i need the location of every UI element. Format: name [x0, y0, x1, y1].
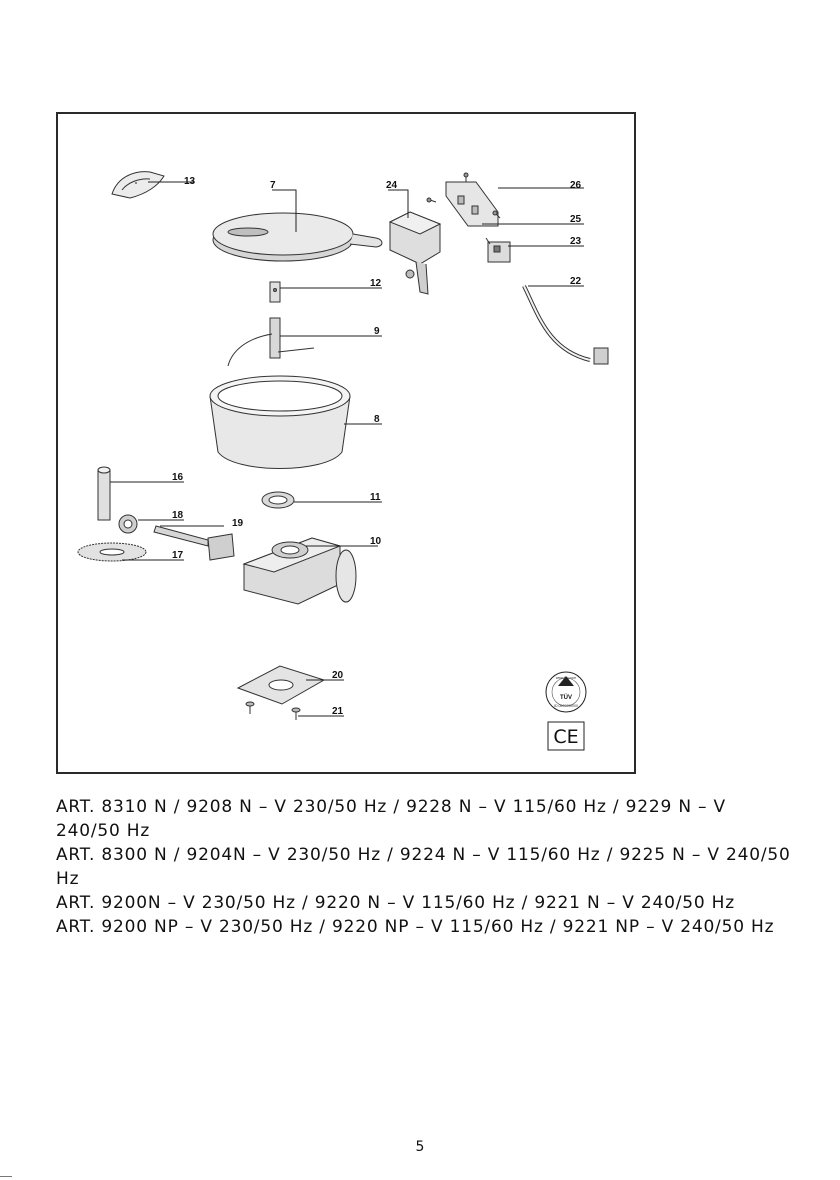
tuv-certification-badge: TÜV www.tuv.com ID 0000000000 [545, 671, 587, 713]
corner-mark [0, 1176, 12, 1177]
part-23-switch [485, 237, 511, 263]
part-label-18: 18 [172, 510, 184, 521]
part-label-17: 17 [172, 550, 184, 561]
part-label-26: 26 [570, 180, 582, 191]
part-25-plate [445, 181, 499, 227]
model-line: ART. 8300 N / 9204N – V 230/50 Hz / 9224… [56, 845, 791, 889]
ce-mark: CE [547, 721, 585, 751]
part-11-ring [261, 491, 295, 509]
tuv-ring-text: www.tuv.com [556, 676, 576, 680]
exploded-view-frame: 13 7 24 26 25 23 22 12 9 8 16 11 18 19 1… [56, 112, 636, 774]
part-label-8: 8 [374, 414, 380, 425]
ce-mark-text: CE [553, 726, 578, 748]
part-26-screws [426, 172, 501, 219]
part-19-worm-shaft [153, 525, 235, 561]
part-label-24: 24 [386, 180, 398, 191]
part-24-motor [388, 211, 442, 295]
part-17-bevel-gear [77, 542, 147, 562]
page-number: 5 [415, 1139, 425, 1155]
model-line: ART. 9200N – V 230/50 Hz / 9220 N – V 11… [56, 893, 735, 913]
part-22-cord [522, 285, 609, 365]
part-9-hook [227, 317, 315, 367]
part-8-bowl [209, 375, 351, 469]
part-label-21: 21 [332, 706, 344, 717]
tuv-id-text: ID 0000000000 [554, 704, 578, 708]
leader-24 [388, 189, 409, 218]
part-7-lid [212, 212, 383, 262]
part-label-19: 19 [232, 518, 244, 529]
part-20-base-plate [236, 665, 326, 705]
part-10-housing [242, 537, 357, 605]
part-18-gear [118, 514, 138, 534]
model-list: ART. 8310 N / 9208 N – V 230/50 Hz / 922… [56, 795, 796, 939]
part-label-13: 13 [184, 176, 196, 187]
part-label-16: 16 [172, 472, 184, 483]
part-label-25: 25 [570, 214, 582, 225]
part-label-20: 20 [332, 670, 344, 681]
model-line: ART. 9200 NP – V 230/50 Hz / 9220 NP – V… [56, 917, 775, 937]
part-label-7: 7 [270, 180, 276, 191]
part-16-shaft [97, 466, 111, 521]
part-label-23: 23 [570, 236, 582, 247]
model-line: ART. 8310 N / 9208 N – V 230/50 Hz / 922… [56, 797, 726, 841]
part-label-10: 10 [370, 536, 382, 547]
part-label-12: 12 [370, 278, 382, 289]
part-13-clip [111, 171, 165, 199]
exploded-parts-diagram: 13 7 24 26 25 23 22 12 9 8 16 11 18 19 1… [77, 171, 609, 751]
part-12-coupler [269, 281, 281, 303]
part-21-screws [245, 701, 301, 720]
tuv-badge-text: TÜV [560, 694, 572, 701]
part-label-11: 11 [370, 492, 381, 503]
leader-7 [272, 189, 297, 232]
part-label-22: 22 [570, 276, 582, 287]
part-label-9: 9 [374, 326, 380, 337]
